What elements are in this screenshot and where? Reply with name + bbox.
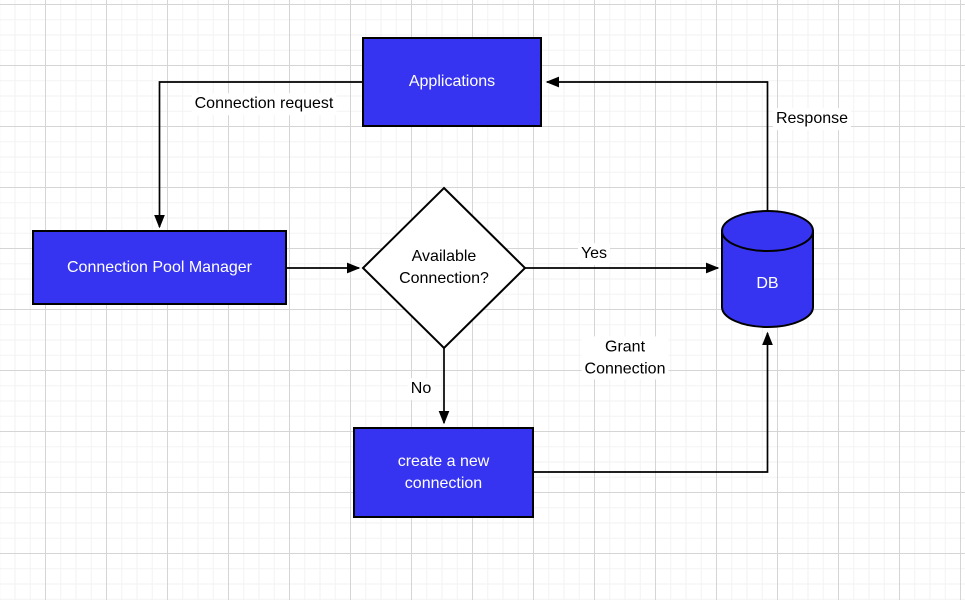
edge-response[interactable] xyxy=(545,76,769,211)
edge-grant-connection[interactable] xyxy=(534,331,773,473)
node-label-applications: Applications xyxy=(408,73,496,91)
edge-label-grant-connection: Grant Connection xyxy=(581,336,669,380)
node-label-connection-pool-manager: Connection Pool Manager xyxy=(66,258,252,276)
node-connection-pool-manager[interactable]: Connection Pool Manager xyxy=(32,230,287,305)
edge-label-connection-request: Connection request xyxy=(191,93,337,115)
node-applications[interactable]: Applications xyxy=(362,37,542,127)
node-available-connection[interactable] xyxy=(361,186,527,350)
db-cylinder-top[interactable] xyxy=(721,210,814,252)
edge-connection-request[interactable] xyxy=(154,81,363,229)
edge-label-no: No xyxy=(407,378,435,400)
node-label-db: DB xyxy=(756,275,779,293)
edge-label-yes: Yes xyxy=(577,243,611,265)
node-label-available-connection: Available Connection? xyxy=(399,248,489,287)
node-create-new-connection[interactable]: create a new connection xyxy=(353,427,534,518)
edge-label-response: Response xyxy=(772,108,852,130)
node-label-create-new-connection: create a new connection xyxy=(397,452,490,492)
node-db[interactable] xyxy=(721,210,814,328)
db-cylinder-body[interactable] xyxy=(721,230,814,328)
